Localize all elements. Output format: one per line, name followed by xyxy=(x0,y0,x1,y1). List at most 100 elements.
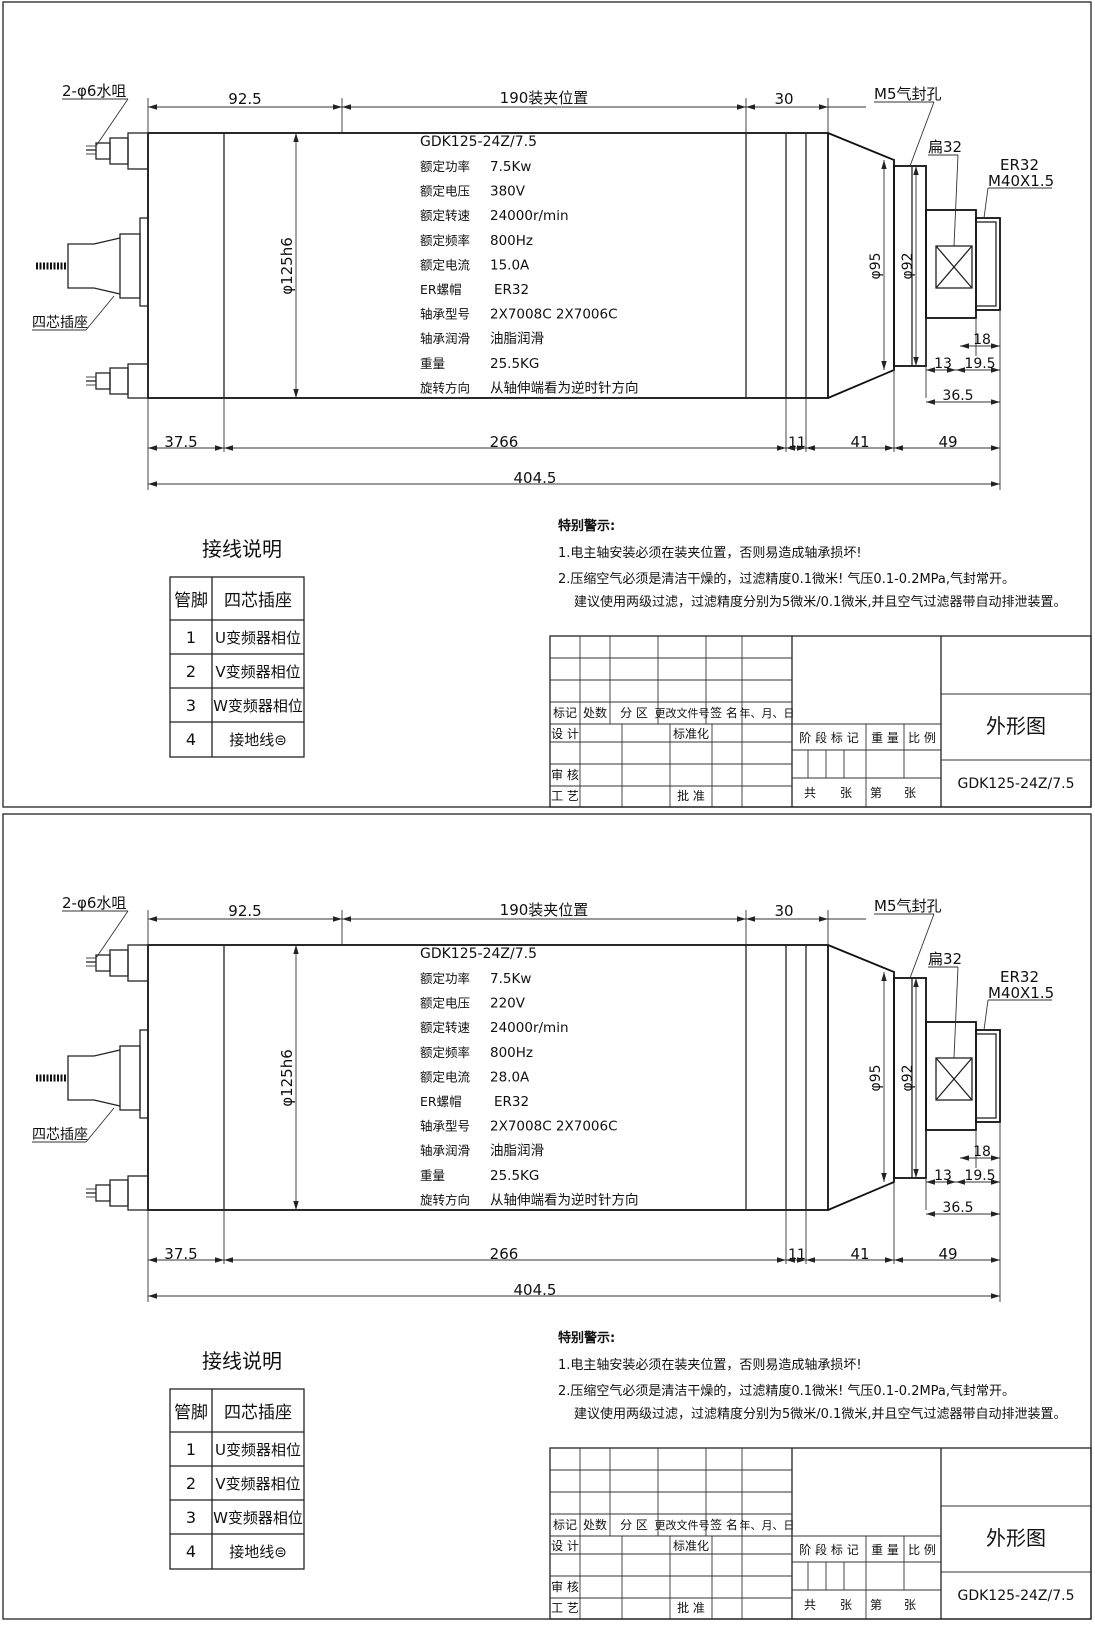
callout-air-seal: M5气封孔 xyxy=(874,85,942,103)
spec-label: 额定电流 xyxy=(420,1069,471,1084)
spec-label: 旋转方向 xyxy=(420,380,470,395)
callout-flat-32: 扁32 xyxy=(928,138,962,156)
tb-sheet-no: 第 xyxy=(870,786,882,800)
warning-line-1: 1.电主轴安装必须在装夹位置，否则易造成轴承损坏! xyxy=(558,1358,862,1373)
warning-line-2: 2.压缩空气必须是清洁干燥的，过滤精度0.1微米! 气压0.1-0.2MPa,气… xyxy=(558,1383,1015,1399)
tb-col-date: 年、月、日 xyxy=(740,706,795,720)
tb-sheets-unit: 张 xyxy=(840,1598,852,1612)
spec-value: ER32 xyxy=(494,1094,529,1110)
dimensions: 92.5 190装夹位置 30 φ125h6 φ95 φ92 37.5 xyxy=(147,89,1001,490)
title-block: 标记 处数 分 区 更改文件号 签 名 年、月、日 设 计 标准化 审 核 工 … xyxy=(549,1447,1092,1620)
dim-18: 18 xyxy=(973,332,991,348)
spec-label: ER螺帽 xyxy=(420,282,462,297)
tb-stage-mark: 阶 段 标 记 xyxy=(799,730,858,745)
dim-92-5: 92.5 xyxy=(228,90,261,108)
tb-col-zone: 分 区 xyxy=(620,1518,648,1532)
tb-drawing-name: 外形图 xyxy=(986,714,1046,738)
wiring-phase-1: U变频器相位 xyxy=(215,1441,301,1459)
dim-clamp-190: 190装夹位置 xyxy=(500,89,589,107)
dim-404-5: 404.5 xyxy=(514,469,557,487)
dim-dia-92: φ92 xyxy=(900,1064,916,1091)
wiring-pin-1: 1 xyxy=(186,1440,196,1459)
wiring-title: 接线说明 xyxy=(202,537,282,561)
spec-value: 油脂润滑 xyxy=(490,331,544,347)
tb-sheet-unit: 张 xyxy=(904,1598,916,1612)
spec-value: 25.5KG xyxy=(490,1168,539,1184)
warning-line-3: 建议使用两级过滤，过滤精度分别为5微米/0.1微米,并且空气过滤器带自动排泄装置… xyxy=(574,594,1066,610)
tb-weight: 重 量 xyxy=(871,731,899,745)
tb-approve: 批 准 xyxy=(677,788,705,803)
wiring-pin-1: 1 xyxy=(186,628,196,647)
spec-label: 轴承型号 xyxy=(420,1119,470,1134)
spec-value: 2X7008C 2X7006C xyxy=(490,1119,618,1135)
warning-block: 特别警示: 1.电主轴安装必须在装夹位置，否则易造成轴承损坏! 2.压缩空气必须… xyxy=(558,1330,1066,1422)
warning-line-3: 建议使用两级过滤，过滤精度分别为5微米/0.1微米,并且空气过滤器带自动排泄装置… xyxy=(574,1406,1066,1422)
dim-36-5: 36.5 xyxy=(942,1200,973,1216)
tb-col-mark: 标记 xyxy=(553,706,577,720)
spec-model: GDK125-24Z/7.5 xyxy=(420,946,537,962)
spec-value: 24000r/min xyxy=(490,208,569,224)
spec-value: 7.5Kw xyxy=(490,971,531,987)
dim-49: 49 xyxy=(938,1245,957,1263)
tb-design: 设 计 xyxy=(551,1539,579,1553)
tb-col-change-doc: 更改文件号 xyxy=(655,706,710,720)
spec-label: 额定电流 xyxy=(420,257,471,272)
spec-label: 重量 xyxy=(420,356,445,371)
dimensions: 92.5 190装夹位置 30 φ125h6 φ95 φ92 37.5 xyxy=(147,901,1001,1302)
callout-water-nozzle: 2-φ6水咀 xyxy=(62,82,126,100)
wiring-pin-4: 4 xyxy=(186,1542,196,1561)
spec-label: 轴承型号 xyxy=(420,307,470,322)
tb-design: 设 计 xyxy=(551,727,579,741)
wiring-pin-3: 3 xyxy=(186,696,196,715)
spec-value: 2X7008C 2X7006C xyxy=(490,307,618,323)
wiring-title: 接线说明 xyxy=(202,1349,282,1373)
tb-sheet-unit: 张 xyxy=(904,786,916,800)
second-sheet-holder: 92.5 190装夹位置 30 φ125h6 φ95 φ92 37.5 xyxy=(2,813,1092,1620)
callout-water-nozzle: 2-φ6水咀 xyxy=(62,894,126,912)
tb-drawing-name: 外形图 xyxy=(986,1526,1046,1550)
dim-266: 266 xyxy=(490,433,519,451)
dim-92-5: 92.5 xyxy=(228,902,261,920)
warning-block: 特别警示: 1.电主轴安装必须在装夹位置，否则易造成轴承损坏! 2.压缩空气必须… xyxy=(558,518,1066,610)
tb-col-sign: 签 名 xyxy=(710,705,738,720)
spec-label: 重量 xyxy=(420,1168,445,1183)
tb-review: 审 核 xyxy=(551,767,579,782)
spec-value: 15.0A xyxy=(490,257,530,273)
spec-value: 220V xyxy=(490,996,526,1012)
callout-4pin-socket: 四芯插座 xyxy=(32,1127,88,1143)
wiring-phase-1: U变频器相位 xyxy=(215,629,301,647)
dim-dia-125: φ125h6 xyxy=(278,1049,296,1107)
spindle-outline xyxy=(36,132,1001,399)
wiring-pin-4: 4 xyxy=(186,730,196,749)
dim-clamp-190: 190装夹位置 xyxy=(500,901,589,919)
wiring-phase-2: V变频器相位 xyxy=(215,1475,300,1493)
warning-line-2: 2.压缩空气必须是清洁干燥的，过滤精度0.1微米! 气压0.1-0.2MPa,气… xyxy=(558,571,1015,587)
dim-18: 18 xyxy=(973,1144,991,1160)
dim-41: 41 xyxy=(850,433,869,451)
spec-value: 380V xyxy=(490,184,526,200)
spec-label: 轴承润滑 xyxy=(420,331,470,346)
callout-er32: ER32 xyxy=(1000,968,1039,986)
tb-sheets-unit: 张 xyxy=(840,786,852,800)
wiring-table: 接线说明 管脚 四芯插座 1 U变频器相位 2 V变频器相位 3 W变频器相位 … xyxy=(169,1349,305,1570)
wiring-phase-2: V变频器相位 xyxy=(215,663,300,681)
warning-line-1: 1.电主轴安装必须在装夹位置，否则易造成轴承损坏! xyxy=(558,546,862,561)
sheet-frame xyxy=(2,1,1092,808)
tb-approve: 批 准 xyxy=(677,1600,705,1615)
spec-label: 额定频率 xyxy=(420,233,470,248)
tb-col-change-doc: 更改文件号 xyxy=(655,1518,710,1532)
wiring-header-pin: 管脚 xyxy=(174,591,208,611)
dim-37-5: 37.5 xyxy=(164,433,197,451)
dim-dia-92: φ92 xyxy=(900,252,916,279)
tb-process: 工 艺 xyxy=(551,1601,579,1615)
dim-dia-95: φ95 xyxy=(868,252,884,279)
dim-37-5: 37.5 xyxy=(164,1245,197,1263)
tb-sheet-no: 第 xyxy=(870,1598,882,1612)
dim-dia-95: φ95 xyxy=(868,1064,884,1091)
callout-flat-32: 扁32 xyxy=(928,950,962,968)
tb-scale: 比 例 xyxy=(908,731,936,745)
spec-label: 额定电压 xyxy=(420,184,470,199)
tb-col-count: 处数 xyxy=(583,1517,607,1532)
drawing-sheet-2: 92.5 190装夹位置 30 φ125h6 φ95 φ92 37.5 xyxy=(2,813,1092,1620)
